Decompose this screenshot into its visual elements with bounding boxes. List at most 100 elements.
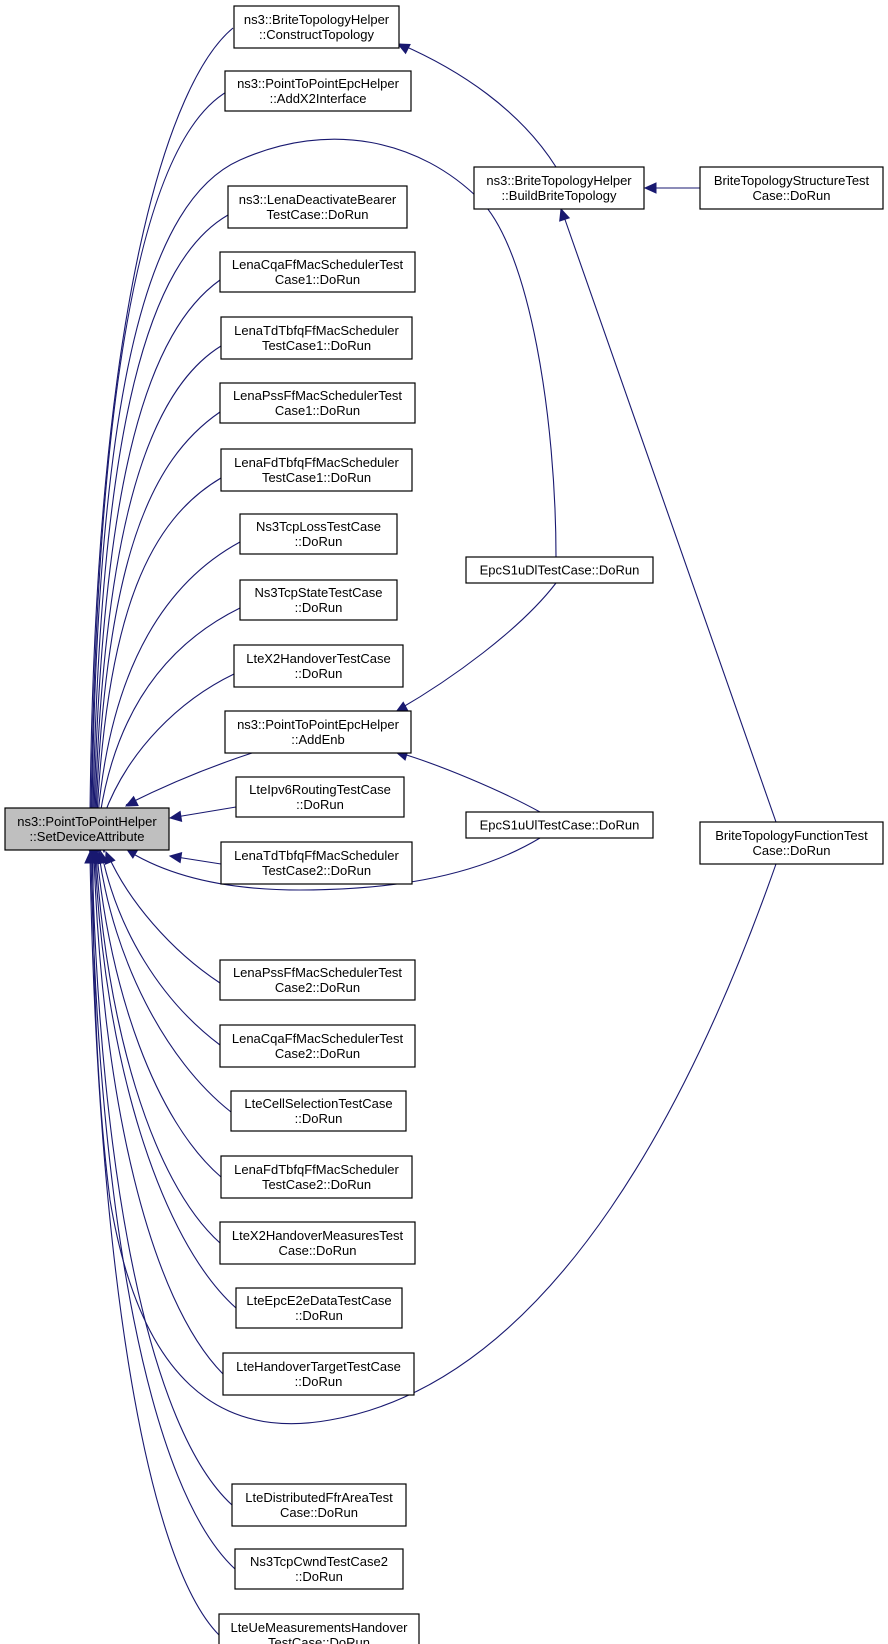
edge-line bbox=[96, 854, 222, 1178]
node-label-line: LteIpv6RoutingTestCase bbox=[249, 782, 391, 797]
edge-line bbox=[94, 854, 237, 1309]
node-box bbox=[220, 448, 413, 492]
edge-tdtbfq1-to-root bbox=[89, 345, 222, 854]
edge-line bbox=[399, 43, 557, 168]
node-epcdl[interactable]: EpcS1uDlTestCase::DoRun bbox=[465, 556, 654, 584]
node-label-line: ::AddX2Interface bbox=[270, 91, 367, 106]
node-label-line: TestCase1::DoRun bbox=[262, 470, 371, 485]
node-label-line: EpcS1uDlTestCase::DoRun bbox=[480, 563, 640, 578]
node-label-line: BriteTopologyStructureTest bbox=[714, 173, 870, 188]
node-box bbox=[699, 821, 884, 865]
edge-cqa2-to-root bbox=[97, 850, 221, 1046]
edge-cqa1-to-root bbox=[88, 279, 221, 854]
edge-brite_build-to-brite_construct bbox=[396, 43, 557, 168]
node-label-line: LteDistributedFfrAreaTest bbox=[245, 1490, 393, 1505]
edge-brite_func-to-root bbox=[87, 850, 777, 1425]
node-hotarget[interactable]: LteHandoverTargetTestCase::DoRun bbox=[222, 1352, 415, 1396]
node-label-line: Case2::DoRun bbox=[275, 980, 360, 995]
node-tcploss[interactable]: Ns3TcpLossTestCase::DoRun bbox=[239, 513, 398, 555]
node-box bbox=[465, 811, 654, 839]
node-label-line: TestCase2::DoRun bbox=[262, 1177, 371, 1192]
node-brite_construct[interactable]: ns3::BriteTopologyHelper::ConstructTopol… bbox=[233, 5, 400, 49]
edge-line bbox=[397, 582, 557, 711]
node-label-line: LenaPssFfMacSchedulerTest bbox=[233, 388, 402, 403]
node-brite_build[interactable]: ns3::BriteTopologyHelper::BuildBriteTopo… bbox=[473, 166, 645, 210]
node-label-line: EpcS1uUlTestCase::DoRun bbox=[480, 818, 640, 833]
node-label-line: Ns3TcpCwndTestCase2 bbox=[250, 1554, 388, 1569]
node-box bbox=[219, 1024, 416, 1068]
node-box bbox=[224, 70, 412, 112]
edge-line bbox=[103, 673, 235, 816]
node-label-line: LenaFdTbfqFfMacScheduler bbox=[234, 1162, 399, 1177]
node-label-line: Case2::DoRun bbox=[275, 1046, 360, 1061]
node-p2p_addx2[interactable]: ns3::PointToPointEpcHelper::AddX2Interfa… bbox=[224, 70, 412, 112]
edge-line bbox=[92, 214, 229, 816]
edge-epcdl-to-p2p_addenb bbox=[394, 582, 557, 713]
node-box bbox=[219, 251, 416, 293]
node-x2handover[interactable]: LteX2HandoverTestCase::DoRun bbox=[233, 644, 404, 688]
node-label-line: Case1::DoRun bbox=[275, 403, 360, 418]
node-tcpstate[interactable]: Ns3TcpStateTestCase::DoRun bbox=[239, 579, 398, 621]
node-epcul[interactable]: EpcS1uUlTestCase::DoRun bbox=[465, 811, 654, 839]
node-p2p_addenb[interactable]: ns3::PointToPointEpcHelper::AddEnb bbox=[224, 710, 412, 754]
node-label-line: Case::DoRun bbox=[752, 843, 830, 858]
edge-ipv6routing-to-root bbox=[168, 806, 237, 823]
node-label-line: Case1::DoRun bbox=[275, 272, 360, 287]
node-label-line: ::DoRun bbox=[295, 1111, 343, 1126]
node-label-line: ::DoRun bbox=[295, 600, 343, 615]
edge-arrowhead bbox=[396, 43, 411, 55]
node-label-line: ::DoRun bbox=[295, 1569, 343, 1584]
node-label-line: LenaPssFfMacSchedulerTest bbox=[233, 965, 402, 980]
node-ipv6routing[interactable]: LteIpv6RoutingTestCase::DoRun bbox=[235, 776, 405, 818]
node-label-line: TestCase2::DoRun bbox=[262, 863, 371, 878]
edge-line bbox=[561, 210, 777, 823]
edge-line bbox=[94, 345, 222, 816]
node-label-line: LenaTdTbfqFfMacScheduler bbox=[234, 848, 399, 863]
node-box bbox=[219, 959, 416, 1001]
node-label-line: ::AddEnb bbox=[291, 732, 345, 747]
edge-line bbox=[93, 279, 221, 816]
node-label-line: ns3::PointToPointHelper bbox=[17, 814, 157, 829]
node-label-line: Case::DoRun bbox=[278, 1243, 356, 1258]
node-label-line: ::SetDeviceAttribute bbox=[30, 829, 145, 844]
edge-p2p_addx2-to-root bbox=[85, 90, 229, 854]
node-box bbox=[227, 185, 408, 229]
node-label-line: ns3::BriteTopologyHelper bbox=[244, 12, 390, 27]
edge-arrowhead bbox=[84, 850, 96, 864]
node-box bbox=[220, 316, 413, 360]
node-epce2e[interactable]: LteEpcE2eDataTestCase::DoRun bbox=[235, 1287, 403, 1329]
node-label-line: ::DoRun bbox=[295, 666, 343, 681]
node-label-line: LenaTdTbfqFfMacScheduler bbox=[234, 323, 399, 338]
node-box bbox=[235, 776, 405, 818]
node-tcpcwnd[interactable]: Ns3TcpCwndTestCase2::DoRun bbox=[234, 1548, 404, 1590]
edge-fdtbfq1-to-root bbox=[91, 477, 222, 854]
node-box bbox=[219, 382, 416, 424]
node-label-line: Case::DoRun bbox=[280, 1505, 358, 1520]
edge-arrowhead bbox=[168, 810, 183, 823]
node-label-line: LteX2HandoverMeasuresTest bbox=[232, 1228, 404, 1243]
node-root[interactable]: ns3::PointToPointHelper::SetDeviceAttrib… bbox=[4, 807, 170, 851]
edge-line bbox=[125, 752, 253, 806]
node-label-line: Ns3TcpStateTestCase bbox=[255, 585, 383, 600]
node-label-line: LenaCqaFfMacSchedulerTest bbox=[232, 1031, 404, 1046]
node-label-line: ns3::BriteTopologyHelper bbox=[486, 173, 632, 188]
node-box bbox=[233, 644, 404, 688]
edge-brite_struct-to-brite_build bbox=[643, 182, 700, 194]
edge-line bbox=[129, 837, 541, 891]
node-cellsel[interactable]: LteCellSelectionTestCase::DoRun bbox=[230, 1090, 407, 1132]
